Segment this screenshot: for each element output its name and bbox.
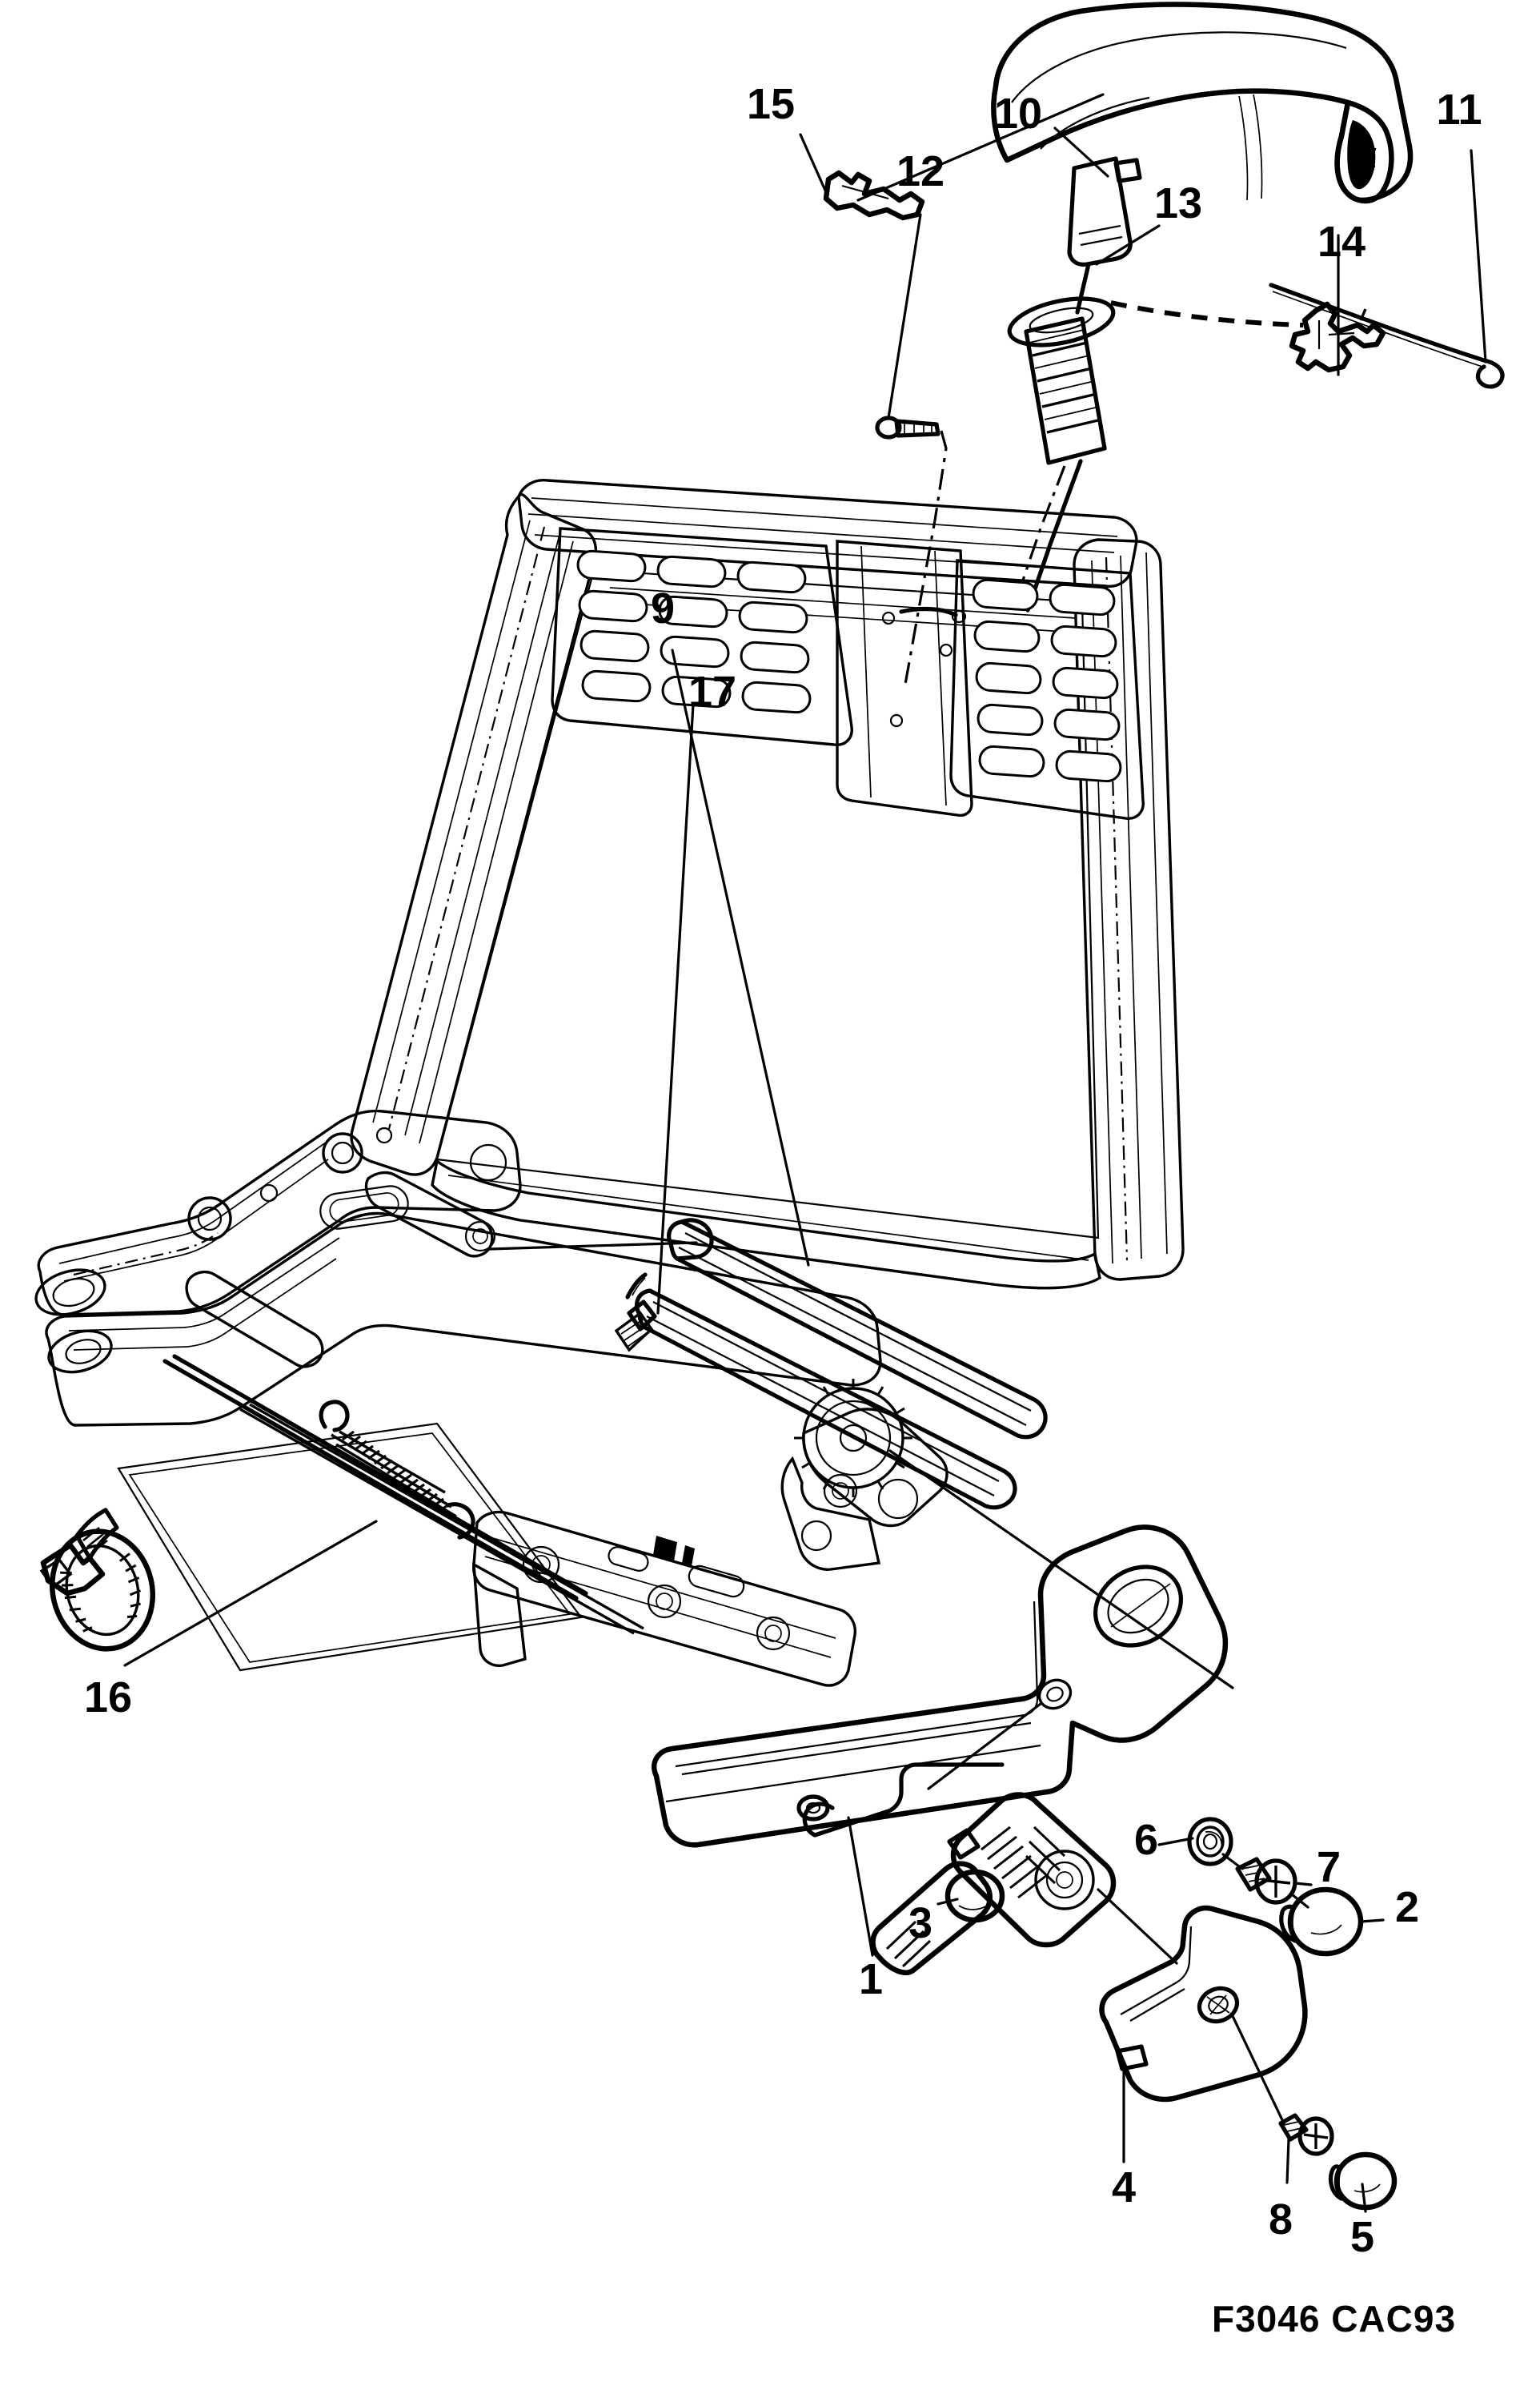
callout-17: 17 [688, 668, 736, 716]
headrest-mounting-bracket [836, 540, 973, 817]
leader-lines [123, 93, 1487, 2213]
seat-base-frame [34, 1109, 882, 1687]
backrest-perforated-panel-left [551, 527, 853, 746]
release-wire-rod [1269, 283, 1505, 389]
seat-rail-end-left [34, 1268, 113, 1374]
plug-cap-3 [944, 1869, 1005, 1923]
callout-5: 5 [1350, 2213, 1374, 2261]
recliner-hinge-mechanism [780, 1379, 948, 1571]
backrest-frame [350, 479, 1185, 1290]
assembly-centerline-12 [903, 430, 948, 689]
hinge-cover [1099, 1905, 1308, 2103]
headrest-guide-sleeve-ribbed [1007, 262, 1116, 465]
callout-15: 15 [747, 80, 795, 128]
tension-spring [319, 1400, 475, 1540]
recline-adjuster-knob [796, 1762, 1117, 1975]
callout-6: 6 [1134, 1816, 1158, 1864]
callout-11: 11 [1436, 86, 1482, 134]
spring-clip [823, 170, 925, 221]
callout-10: 10 [994, 90, 1042, 138]
screw-8 [1278, 2113, 1334, 2156]
callout-8: 8 [1269, 2195, 1293, 2243]
assembly-dashed-line [1110, 300, 1304, 327]
headrest-stem [1067, 156, 1142, 267]
diagram-caption: F3046 CAC93 [1212, 2298, 1456, 2340]
callout-1: 1 [859, 1955, 883, 2003]
callout-2: 2 [1395, 1883, 1419, 1931]
callout-14: 14 [1317, 218, 1366, 266]
callout-numbers: 15 10 11 12 13 14 9 17 16 1 3 6 7 2 4 8 … [84, 80, 1482, 2261]
callout-4: 4 [1112, 2163, 1136, 2211]
screw-7 [1235, 1857, 1297, 1905]
callout-16: 16 [84, 1673, 132, 1721]
headrest-cushion [991, 2, 1414, 204]
callout-12: 12 [896, 147, 944, 195]
callout-13: 13 [1154, 179, 1202, 227]
callout-7: 7 [1317, 1843, 1341, 1891]
hose-clamp [39, 1508, 156, 1652]
backrest-perforated-panel-right [949, 559, 1145, 820]
callout-3: 3 [908, 1899, 932, 1947]
spring-washer-6 [1187, 1817, 1233, 1866]
callout-9: 9 [651, 584, 675, 633]
screw-17 [614, 1272, 657, 1352]
